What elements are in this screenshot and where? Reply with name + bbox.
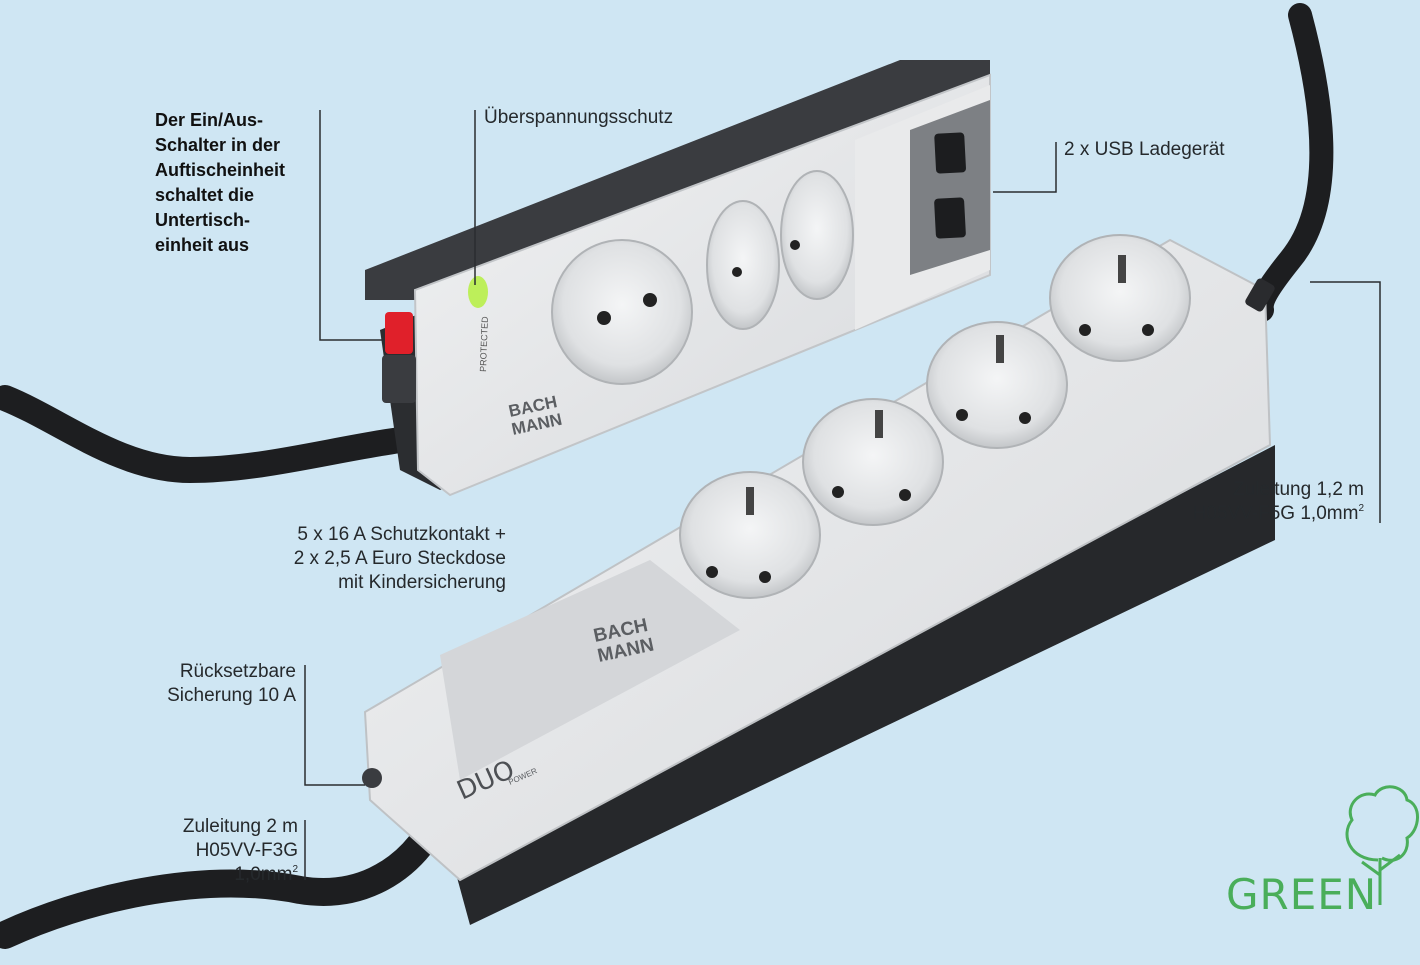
switch-callout-line: Auftischeinheit: [155, 160, 286, 180]
lead-12m-gauge: H05VV-F5G 1,0mm: [1192, 503, 1359, 524]
fuse-callout-line: Rücksetzbare: [179, 661, 296, 682]
lead-2m-superscript: 2: [292, 864, 298, 875]
sockets-callout-line: mit Kindersicherung: [338, 572, 506, 593]
usb-callout: 2 x USB Ladegerät: [1064, 139, 1225, 160]
tree-icon: [1345, 785, 1419, 905]
desktop-unit: PROTECTED BACH MANN: [365, 60, 991, 497]
lead-12m-callout: Zuleitung 1,2 m H05VV-F5G 1,0mm2: [1110, 478, 1364, 526]
surge-callout: Überspannungsschutz: [484, 107, 674, 128]
lead-12m-superscript: 2: [1358, 503, 1364, 514]
switch-callout-line: Der Ein/Aus-: [155, 110, 264, 130]
fuse-callout-line: Sicherung 10 A: [167, 685, 296, 706]
callout-lines: [304, 110, 1381, 880]
lead-2m-callout: Zuleitung 2 m H05VV-F3G 1,0mm2: [98, 815, 298, 887]
lead-2m-callout-line: 1,0mm2: [98, 863, 298, 887]
lead-2m-callout-line: H05VV-F3G: [195, 840, 298, 861]
lead-12m-callout-line: Zuleitung 1,2 m: [1233, 479, 1364, 500]
cable-right-top: [1249, 3, 1334, 322]
sockets-callout-line: 2 x 2,5 A Euro Steckdose: [293, 548, 506, 569]
lead-2m-callout-line: Zuleitung 2 m: [182, 816, 298, 837]
sockets-callout: 5 x 16 A Schutzkontakt + 2 x 2,5 A Euro …: [206, 523, 506, 595]
switch-callout-line: Schalter in der: [155, 135, 281, 155]
underdesk-strip: BACH MANN DUO POWER: [362, 234, 1275, 925]
cable-left-bottom: [0, 831, 434, 949]
switch-callout-line: Untertisch-: [155, 210, 251, 230]
switch-callout-line: einheit aus: [155, 235, 250, 255]
lead-12m-callout-line: H05VV-F5G 1,0mm2: [1110, 502, 1364, 526]
lead-2m-gauge: 1,0mm: [234, 864, 293, 885]
fuse-callout: Rücksetzbare Sicherung 10 A: [96, 660, 296, 708]
switch-callout-line: schaltet die: [155, 185, 255, 205]
switch-callout: Der Ein/Aus- Schalter in der Auftischein…: [155, 108, 285, 258]
sockets-callout-line: 5 x 16 A Schutzkontakt +: [297, 524, 506, 545]
reset-fuse-button[interactable]: [362, 768, 382, 788]
surge-led: [468, 276, 488, 308]
power-switch[interactable]: [385, 312, 413, 354]
cable-left-top: [0, 385, 413, 484]
protected-text: PROTECTED: [478, 316, 490, 372]
green-logo-text: GREEN: [1226, 870, 1378, 919]
